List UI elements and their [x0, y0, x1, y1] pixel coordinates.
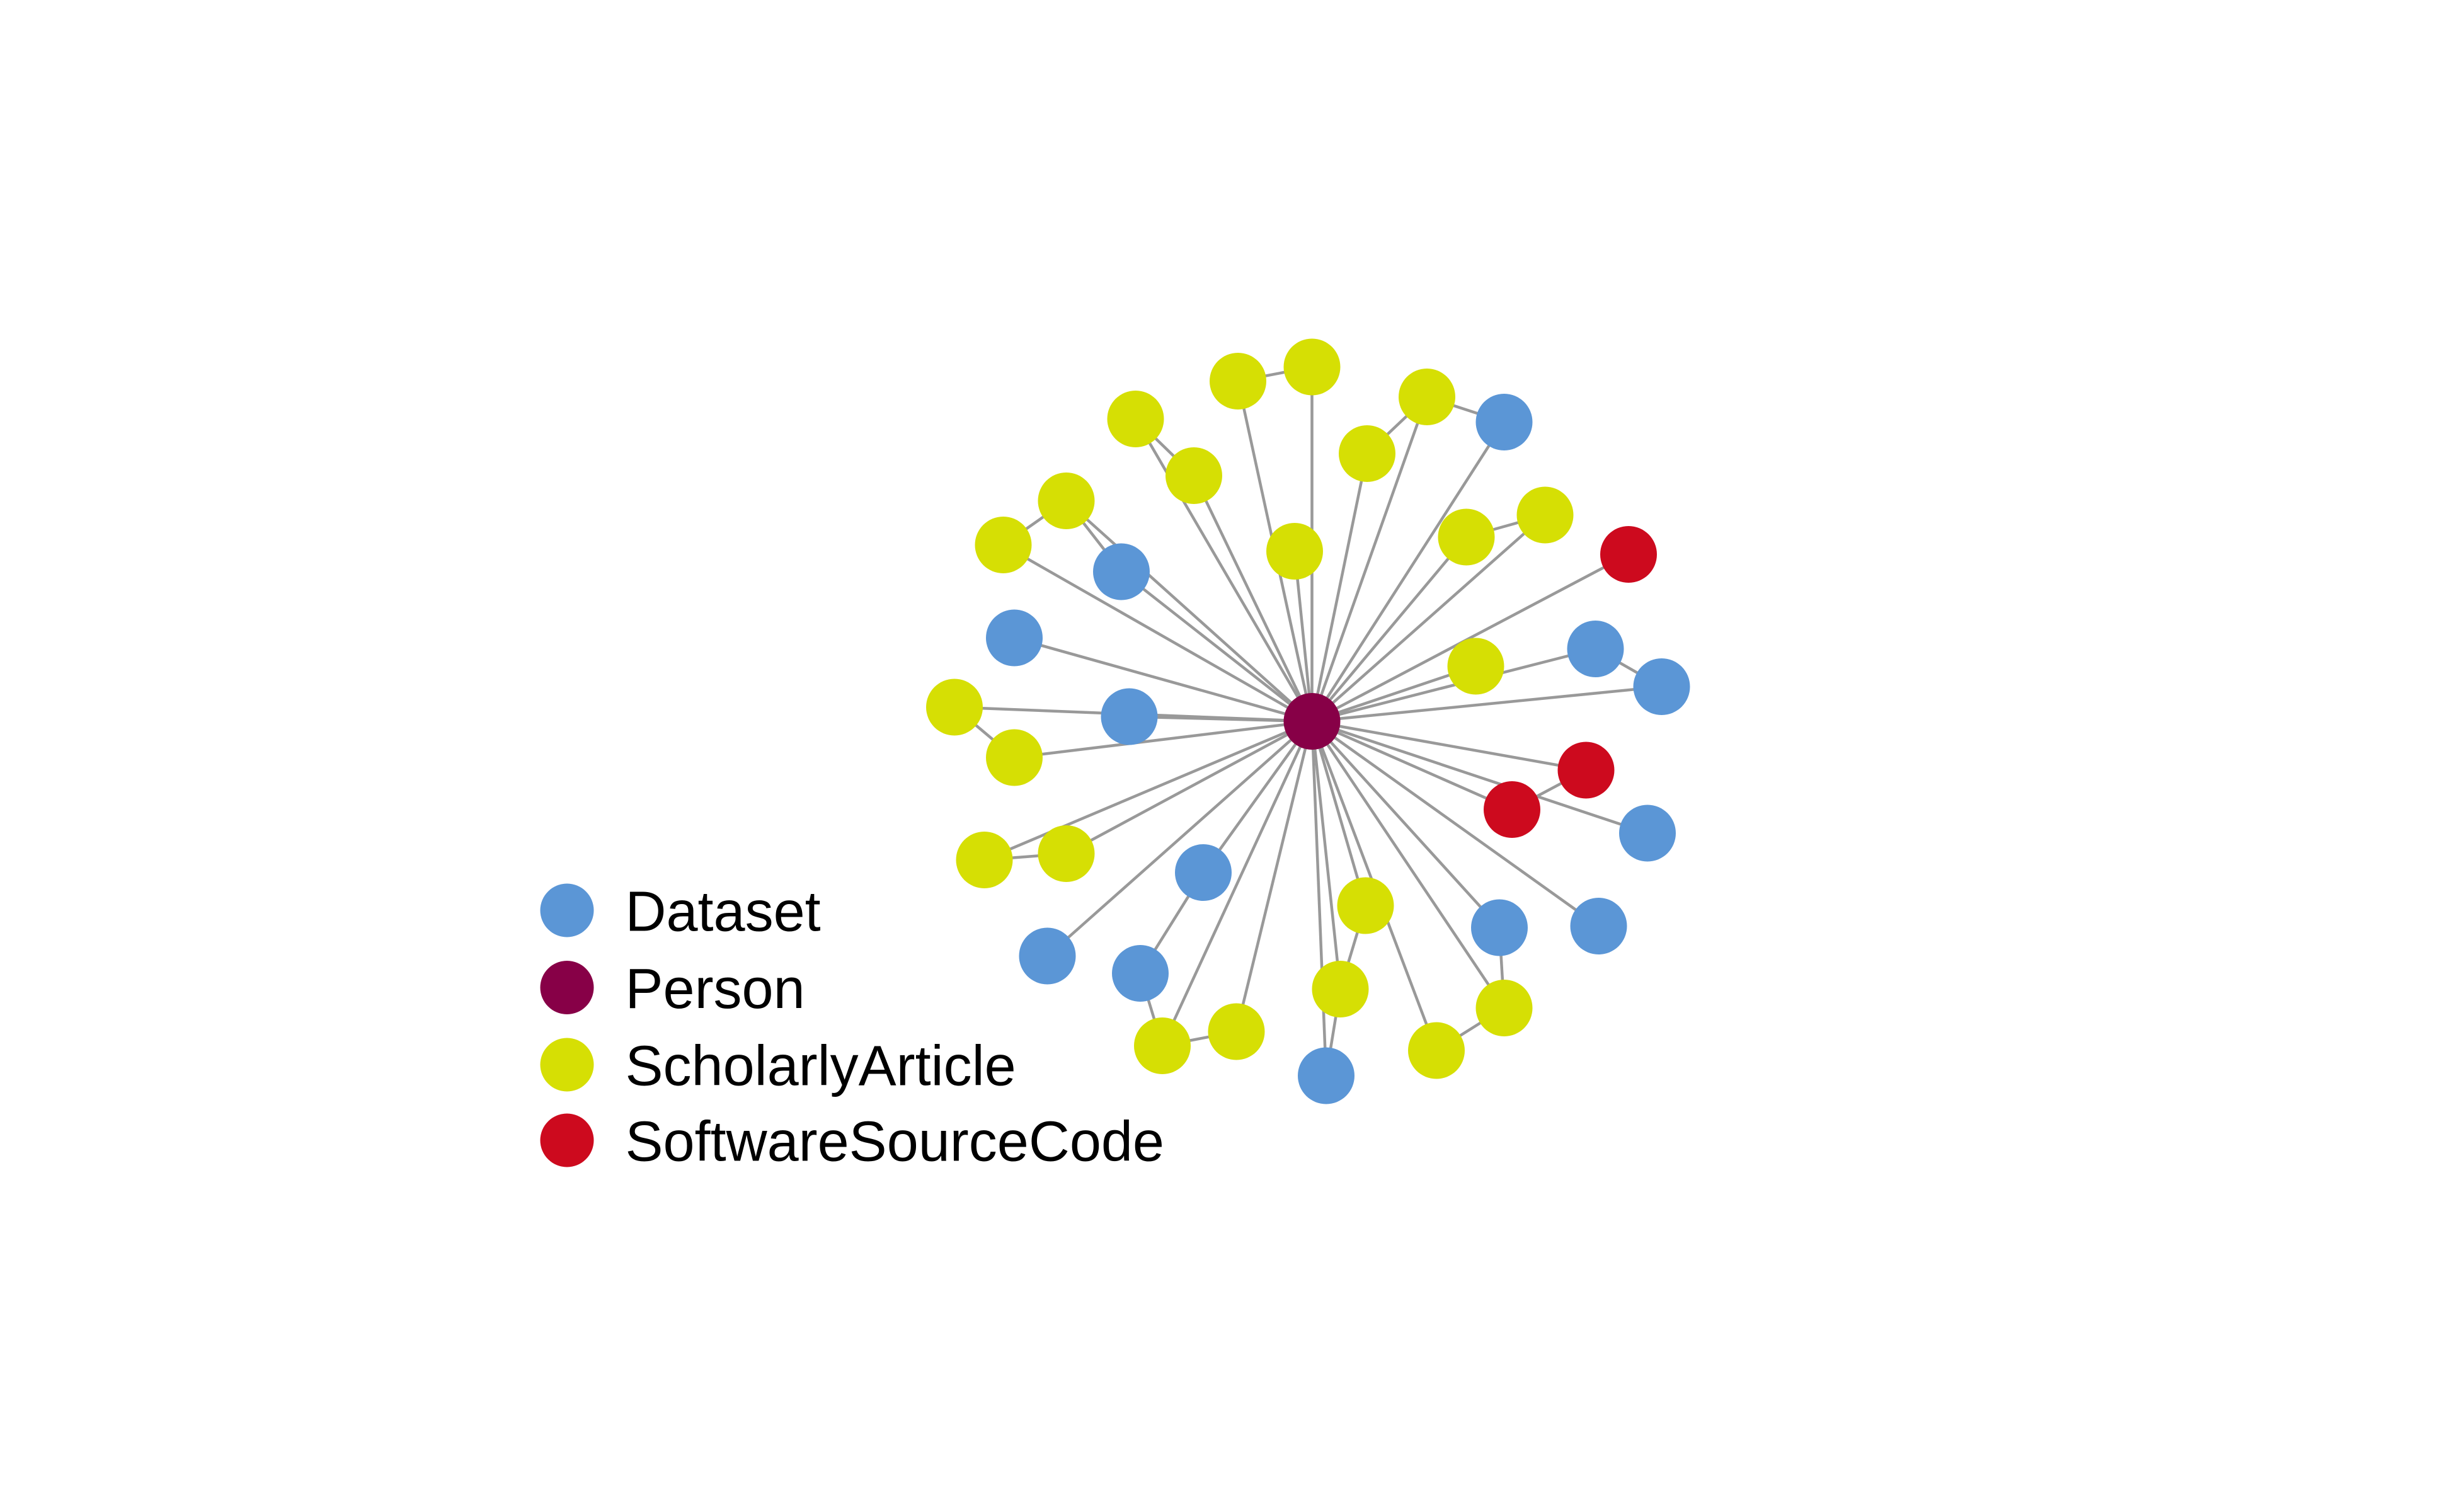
legend-label-person: Person [626, 958, 805, 1021]
edge [1120, 570, 1313, 723]
legend-swatch-scholarly-article [540, 1038, 594, 1092]
legend-item-scholarly-article: ScholarlyArticle [540, 1035, 1016, 1098]
nodes-layer [926, 338, 1690, 1104]
node-scholarly-article[interactable] [1408, 1022, 1465, 1079]
legend-item-dataset: Dataset [540, 881, 821, 944]
node-software-source-code[interactable] [1600, 526, 1657, 583]
legend-label-dataset: Dataset [626, 881, 821, 944]
edge [1129, 715, 1312, 723]
node-scholarly-article[interactable] [975, 517, 1032, 573]
edge [1235, 721, 1314, 1033]
legend: Dataset Person ScholarlyArticle Software… [540, 881, 1164, 1174]
edge [1002, 544, 1313, 723]
edge [1192, 475, 1314, 722]
node-dataset[interactable] [1298, 1047, 1354, 1104]
legend-item-person: Person [540, 958, 805, 1021]
edge [1310, 721, 1367, 907]
edge [1310, 421, 1506, 723]
edge [1311, 647, 1596, 723]
edge [1065, 500, 1314, 723]
node-dataset[interactable] [1101, 688, 1158, 745]
edge [1310, 396, 1429, 722]
edge [1046, 720, 1313, 958]
edge [1310, 536, 1468, 723]
node-scholarly-article[interactable] [1283, 338, 1341, 396]
edge [1311, 720, 1600, 927]
node-dataset[interactable] [1175, 844, 1232, 901]
node-scholarly-article[interactable] [1134, 1017, 1191, 1074]
node-scholarly-article[interactable] [1516, 486, 1574, 544]
edge [1312, 719, 1586, 772]
node-scholarly-article[interactable] [1399, 369, 1455, 425]
edge [1310, 721, 1328, 1076]
legend-label-scholarly-article: ScholarlyArticle [626, 1035, 1016, 1098]
node-scholarly-article[interactable] [1210, 353, 1266, 410]
legend-item-software-source-code: SoftwareSourceCode [540, 1111, 1164, 1174]
node-scholarly-article[interactable] [1312, 961, 1369, 1017]
node-scholarly-article[interactable] [956, 832, 1013, 888]
node-scholarly-article[interactable] [1107, 391, 1164, 447]
edge [1311, 513, 1546, 723]
node-scholarly-article[interactable] [1266, 523, 1323, 580]
node-dataset[interactable] [1619, 805, 1676, 862]
edge [1311, 719, 1648, 835]
legend-swatch-dataset [540, 883, 594, 937]
node-scholarly-article[interactable] [1038, 825, 1095, 882]
edge [1311, 719, 1513, 811]
edge [1311, 665, 1477, 723]
edge [1310, 720, 1506, 1009]
edge [1202, 720, 1314, 874]
node-dataset[interactable] [1112, 945, 1169, 1002]
node-dataset[interactable] [1567, 621, 1624, 677]
node-software-source-code[interactable] [1557, 742, 1615, 799]
node-dataset[interactable] [1475, 394, 1533, 450]
edge [1312, 685, 1662, 723]
edge [1014, 636, 1313, 723]
node-dataset[interactable] [1019, 927, 1076, 985]
node-dataset[interactable] [1093, 543, 1150, 600]
edge [1065, 720, 1313, 855]
node-software-source-code[interactable] [1484, 781, 1540, 838]
node-scholarly-article[interactable] [1038, 472, 1095, 529]
node-person[interactable] [1283, 693, 1341, 750]
node-dataset[interactable] [1471, 899, 1528, 956]
edge [1310, 720, 1501, 929]
edge [1311, 553, 1630, 723]
edge [1293, 551, 1314, 722]
node-scholarly-article[interactable] [1208, 1003, 1265, 1060]
node-dataset[interactable] [1633, 658, 1690, 715]
node-scholarly-article[interactable] [1337, 877, 1394, 934]
node-scholarly-article[interactable] [1339, 425, 1395, 482]
edge [1310, 453, 1369, 722]
node-scholarly-article[interactable] [986, 729, 1043, 786]
node-dataset[interactable] [1570, 898, 1627, 954]
legend-swatch-software-source-code [540, 1113, 594, 1167]
edge [983, 719, 1313, 862]
edge [1310, 721, 1342, 990]
legend-label-software-source-code: SoftwareSourceCode [626, 1111, 1164, 1174]
legend-swatch-person [540, 961, 594, 1014]
node-scholarly-article[interactable] [1475, 980, 1533, 1036]
node-scholarly-article[interactable] [926, 679, 983, 736]
edge [1160, 721, 1314, 1046]
node-scholarly-article[interactable] [1438, 508, 1495, 566]
node-scholarly-article[interactable] [1166, 447, 1222, 504]
node-scholarly-article[interactable] [1447, 638, 1504, 695]
node-dataset[interactable] [986, 609, 1043, 667]
edge [1014, 719, 1312, 759]
edge [1134, 418, 1314, 723]
